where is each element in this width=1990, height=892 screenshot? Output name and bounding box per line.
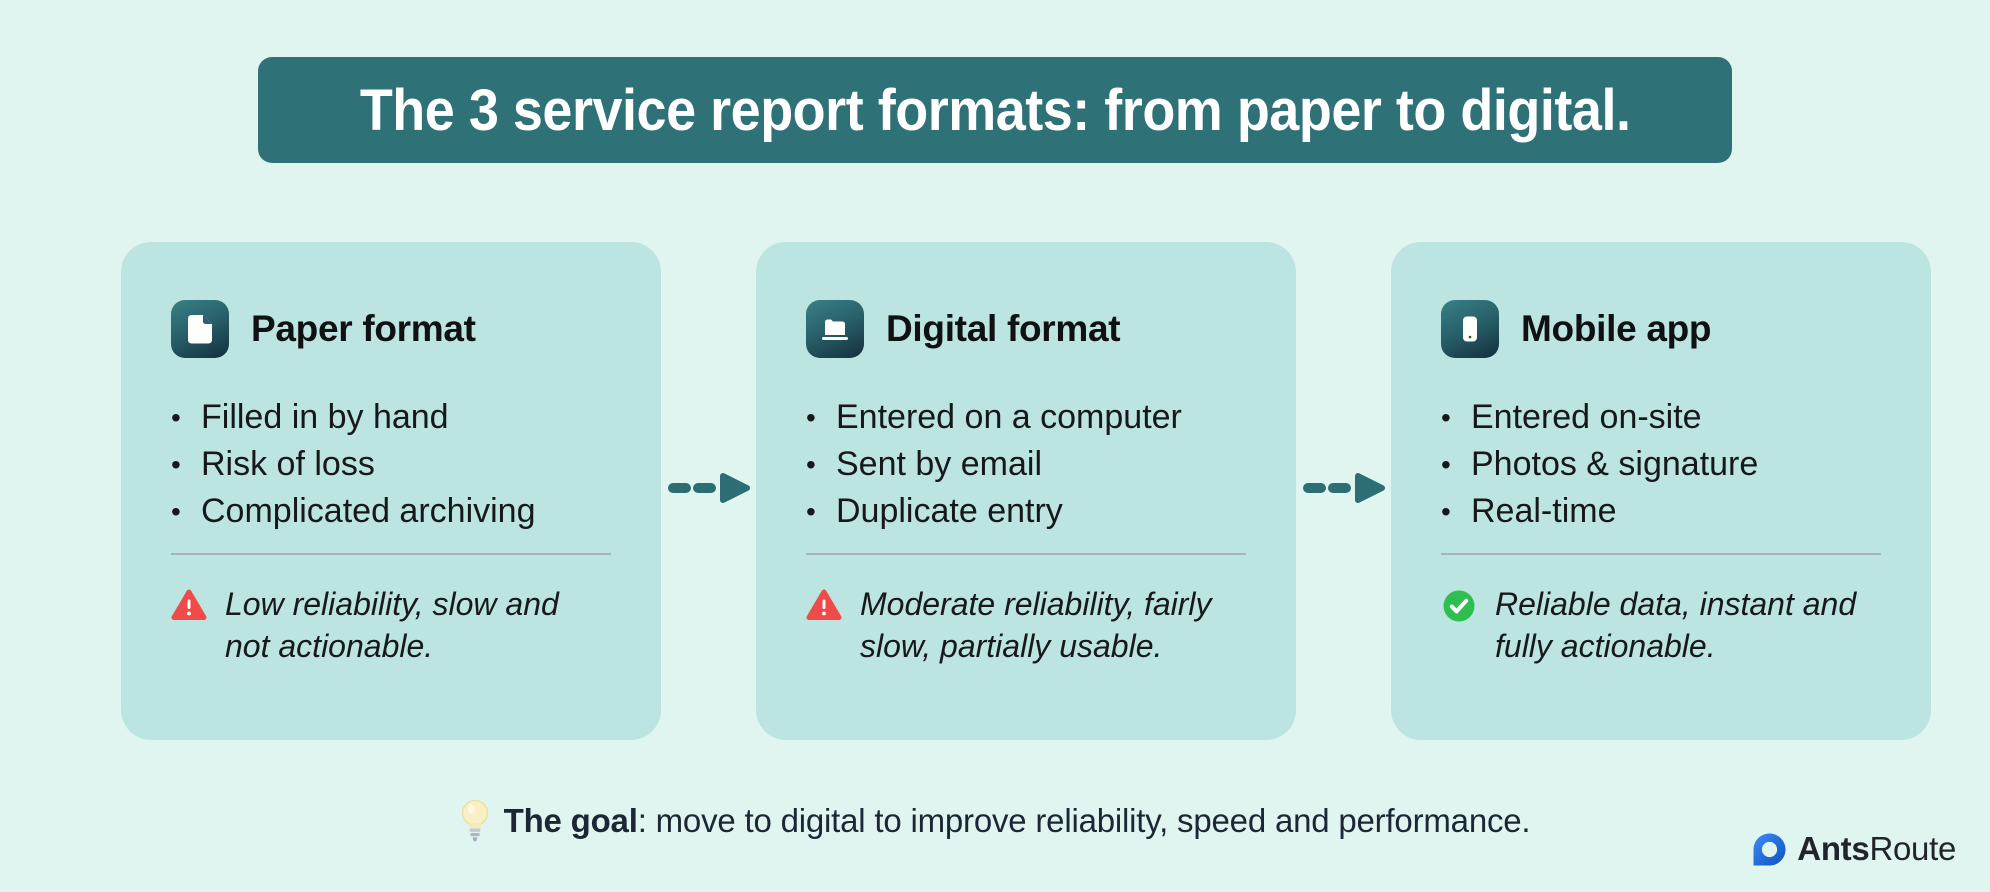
card-header: Mobile app [1441,300,1881,358]
goal-rest: : move to digital to improve reliability… [637,802,1531,839]
warning-icon [171,589,207,620]
bullet-item: Entered on a computer [806,394,1246,441]
note-text: Moderate reliability, fairly slow, parti… [860,586,1212,664]
flow-gap [1296,242,1391,506]
laptop-icon [806,300,864,358]
card-header: Digital format [806,300,1246,358]
cards-row: Paper format Filled in by hand Risk of l… [121,242,1931,740]
card-mobile-app: Mobile app Entered on-site Photos & sign… [1391,242,1931,740]
bullet-text: Entered on a computer [836,398,1182,436]
logo-regular: Route [1869,830,1956,867]
success-check-icon [1443,590,1475,622]
goal-label: The goal [503,802,638,839]
bullet-item: Filled in by hand [171,394,611,441]
bullet-list: Entered on-site Photos & signature Real-… [1441,394,1881,535]
smartphone-icon [1441,300,1499,358]
warning-icon [806,589,842,620]
logo-bold: Ants [1797,830,1870,867]
header-banner: The 3 service report formats: from paper… [258,57,1732,163]
card-digital-format: Digital format Entered on a computer Sen… [756,242,1296,740]
antsroute-pin-icon [1753,833,1786,865]
bullet-item: Risk of loss [171,441,611,488]
bullet-item: Real-time [1441,488,1881,535]
goal-line: The goal: move to digital to improve rel… [0,798,1990,844]
bullet-text: Entered on-site [1471,398,1702,436]
divider [1441,553,1881,555]
bullet-item: Complicated archiving [171,488,611,535]
page-title: The 3 service report formats: from paper… [359,77,1631,143]
logo-text: AntsRoute [1797,830,1956,868]
bullet-text: Filled in by hand [201,398,449,436]
note-text: Low reliability, slow and not actionable… [225,586,559,664]
bullet-item: Sent by email [806,441,1246,488]
note-text: Reliable data, instant and fully actiona… [1495,586,1857,664]
bullet-item: Duplicate entry [806,488,1246,535]
bullet-list: Entered on a computer Sent by email Dupl… [806,394,1246,535]
bullet-list: Filled in by hand Risk of loss Complicat… [171,394,611,535]
card-title: Paper format [251,308,476,349]
goal-text: The goal: move to digital to improve rel… [504,802,1531,840]
bullet-text: Complicated archiving [201,492,536,530]
bullet-text: Real-time [1471,492,1617,530]
bullet-text: Duplicate entry [836,492,1063,530]
bullet-text: Photos & signature [1471,445,1759,483]
divider [806,553,1246,555]
document-icon [171,300,229,358]
bullet-item: Photos & signature [1441,441,1881,488]
bullet-text: Sent by email [836,445,1042,483]
note-warning: Low reliability, slow and not actionable… [171,583,611,667]
bullet-text: Risk of loss [201,445,375,483]
note-warning: Moderate reliability, fairly slow, parti… [806,583,1246,667]
note-success: Reliable data, instant and fully actiona… [1441,583,1881,667]
bullet-item: Entered on-site [1441,394,1881,441]
dashed-arrow-icon [667,473,750,503]
divider [171,553,611,555]
antsroute-logo: AntsRoute [1751,830,1956,868]
card-header: Paper format [171,300,611,358]
card-title: Digital format [886,308,1121,349]
dashed-arrow-icon [1302,473,1385,503]
lightbulb-icon [461,799,488,842]
card-paper-format: Paper format Filled in by hand Risk of l… [121,242,661,740]
card-title: Mobile app [1521,308,1712,349]
flow-gap [661,242,756,506]
